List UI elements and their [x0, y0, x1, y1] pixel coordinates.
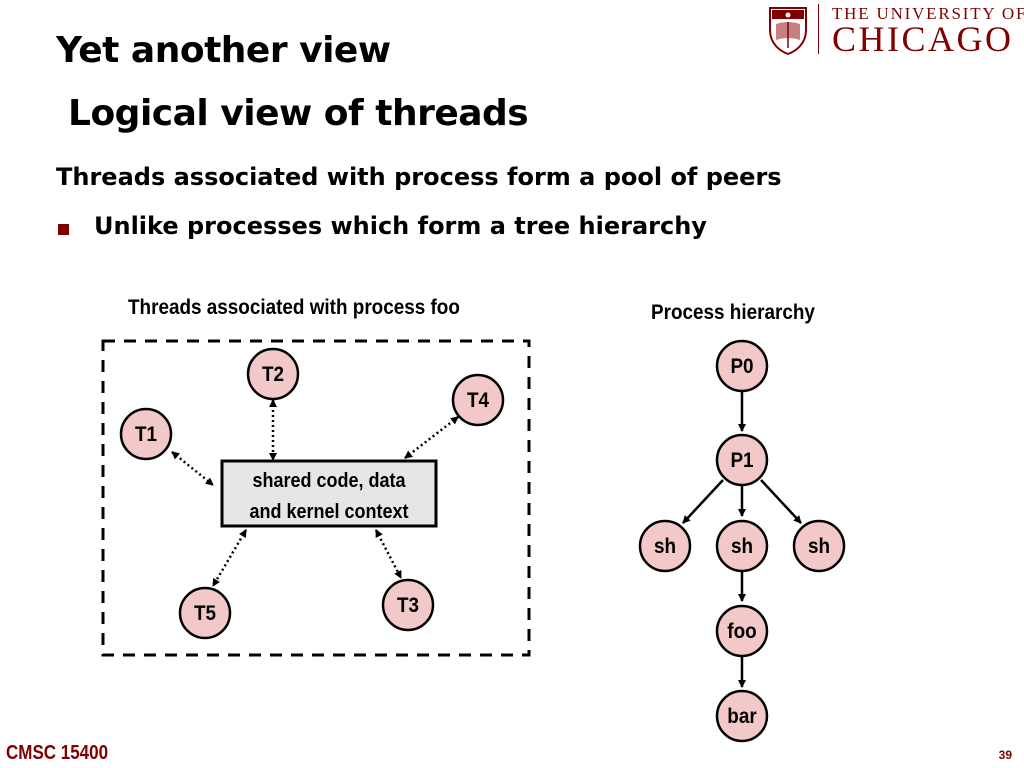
- shared-context-box: shared code, data and kernel context: [220, 459, 438, 528]
- node-bar: bar: [715, 689, 769, 743]
- node-bar-label: bar: [727, 705, 757, 728]
- thread-node-5-label: T5: [194, 602, 216, 625]
- thread-node-2: T2: [246, 347, 300, 401]
- arrow-t5: [211, 529, 248, 587]
- logo-small-text: THE UNIVERSITY OF: [832, 4, 1024, 23]
- node-p0-label: P0: [730, 355, 753, 378]
- slide-title: Yet another view: [56, 30, 391, 71]
- shared-context-line1: shared code, data: [253, 470, 406, 492]
- hierarchy-caption: Process hierarchy: [651, 301, 815, 324]
- logo-big-text: CHICAGO: [832, 19, 1014, 59]
- node-sh-left-label: sh: [654, 535, 676, 558]
- node-sh-middle: sh: [715, 519, 769, 573]
- slide-subtitle: Logical view of threads: [68, 93, 529, 134]
- node-sh-left: sh: [638, 519, 692, 573]
- sub-point: Unlike processes which form a tree hiera…: [94, 212, 707, 240]
- crest-icon: [769, 7, 807, 56]
- arrow-t3: [374, 529, 403, 579]
- course-label: CMSC 15400: [6, 742, 109, 764]
- thread-node-4-label: T4: [467, 389, 489, 412]
- main-point: Threads associated with process form a p…: [56, 163, 782, 191]
- edge-p1-sh1: [682, 479, 724, 524]
- square-bullet-icon: [58, 224, 69, 235]
- thread-node-2-label: T2: [262, 363, 284, 386]
- node-foo: foo: [715, 604, 769, 658]
- thread-node-3: T3: [381, 578, 435, 632]
- process-boundary: [101, 339, 531, 657]
- node-sh-right: sh: [792, 519, 846, 573]
- thread-node-1-label: T1: [135, 423, 157, 446]
- university-logo: THE UNIVERSITY OF CHICAGO: [762, 2, 1024, 59]
- thread-node-4: T4: [451, 373, 505, 427]
- thread-node-1: T1: [119, 407, 173, 461]
- node-sh-middle-label: sh: [731, 535, 753, 558]
- thread-node-3-label: T3: [397, 594, 419, 617]
- node-p1-label: P1: [730, 449, 753, 472]
- thread-node-5: T5: [178, 586, 232, 640]
- edge-p1-sh3: [760, 479, 802, 524]
- arrow-t4: [404, 416, 459, 459]
- shared-context-line2: and kernel context: [250, 501, 410, 523]
- logo-divider: [818, 4, 819, 54]
- node-sh-right-label: sh: [808, 535, 830, 558]
- node-p0: P0: [715, 339, 769, 393]
- threads-caption: Threads associated with process foo: [128, 296, 460, 319]
- page-number: 39: [998, 748, 1012, 762]
- node-p1: P1: [715, 433, 769, 487]
- node-foo-label: foo: [727, 620, 756, 643]
- arrow-t1: [171, 451, 214, 486]
